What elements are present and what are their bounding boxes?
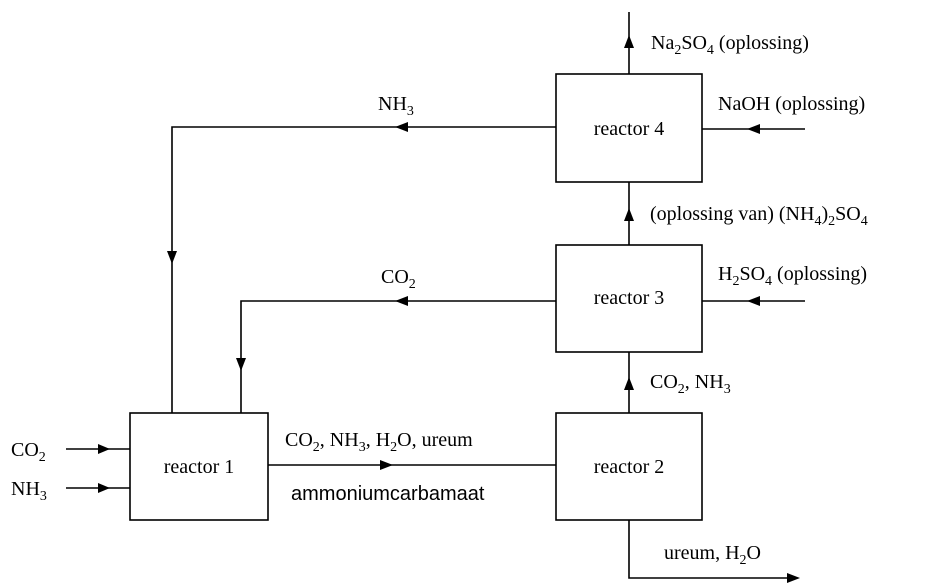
reactor-3: reactor 3 [555, 244, 703, 353]
feed-co2-arrow [66, 444, 130, 454]
r3-to-r4-arrow [624, 182, 634, 245]
r2-output-label: ureum, H2O [664, 542, 761, 568]
r2-to-r3-arrow [624, 352, 634, 413]
r1-to-r2-bottom-label: ammoniumcarbamaat [291, 483, 485, 505]
r4-output-arrow [624, 12, 634, 74]
r1-to-r2-arrow [268, 460, 556, 470]
r4-to-r1-nh3-label: NH3 [378, 93, 414, 119]
r3-to-r1-co2-arrow [236, 296, 556, 413]
feed-nh3-label: NH3 [11, 478, 47, 504]
r2-output-arrow [628, 520, 800, 583]
reactor-2-label: reactor 2 [594, 456, 665, 478]
r2-to-r3-label: CO2, NH3 [650, 371, 731, 397]
r3-to-r1-co2-label: CO2 [381, 266, 416, 292]
feed-co2-label: CO2 [11, 439, 46, 465]
r1-to-r2-top-label: CO2, NH3, H2O, ureum [285, 429, 473, 455]
reactor-1-label: reactor 1 [164, 456, 235, 478]
reactor-4: reactor 4 [555, 73, 703, 183]
reactor-4-label: reactor 4 [594, 118, 665, 140]
r3-to-r4-label: (oplossing van) (NH4)2SO4 [650, 203, 868, 229]
reactor-1: reactor 1 [129, 412, 269, 521]
reactor-3-label: reactor 3 [594, 287, 665, 309]
reactor-2: reactor 2 [555, 412, 703, 521]
h2so4-feed-arrow [702, 296, 805, 306]
r4-to-r1-nh3-arrow [167, 122, 556, 413]
feed-nh3-arrow [66, 483, 130, 493]
naoh-feed-arrow [702, 124, 805, 134]
naoh-feed-label: NaOH (oplossing) [718, 93, 865, 115]
h2so4-feed-label: H2SO4 (oplossing) [718, 263, 867, 289]
r4-output-label: Na2SO4 (oplossing) [651, 32, 809, 58]
